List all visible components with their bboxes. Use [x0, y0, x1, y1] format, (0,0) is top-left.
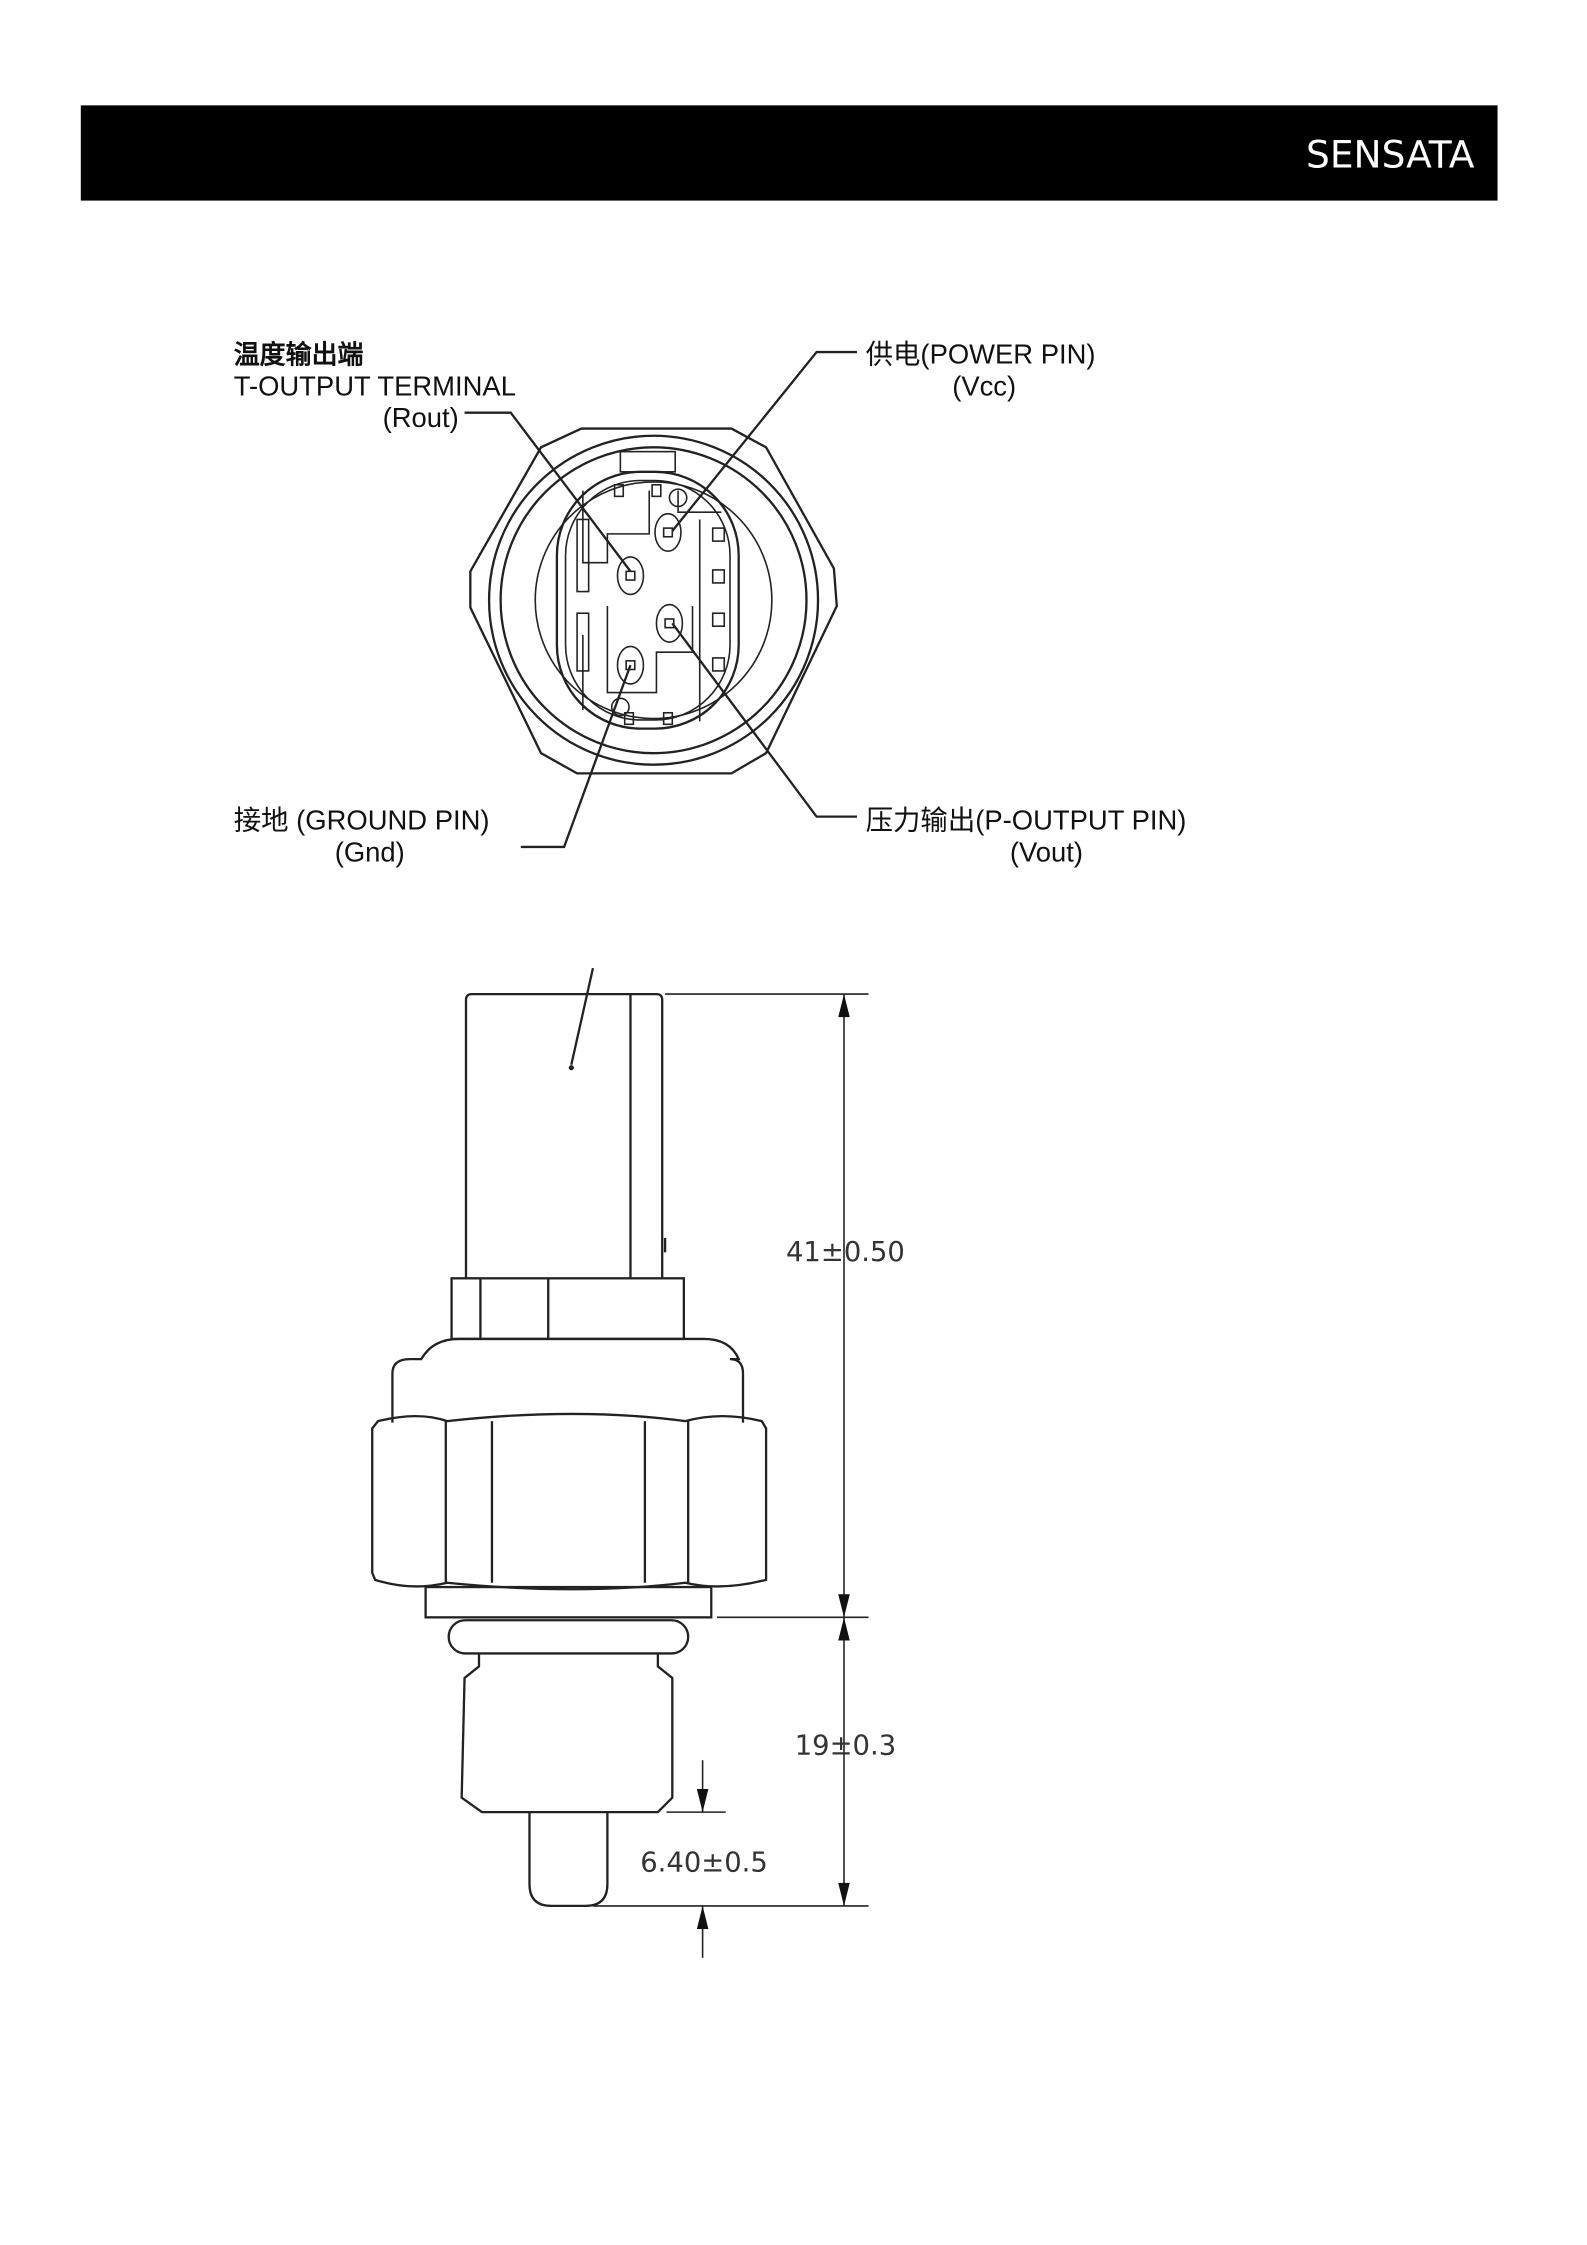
side-tabs: [613, 484, 726, 726]
arrow-icon: [838, 1617, 850, 1641]
arrow-icon: [696, 1789, 709, 1813]
leader-vout: [671, 622, 857, 818]
vcc-label: (Vcc): [952, 370, 1016, 401]
gnd-label: (Gnd): [335, 836, 405, 867]
t-output-label: T-OUTPUT TERMINAL: [234, 370, 516, 401]
header-bar: [80, 105, 1498, 201]
dim-probe: 6.40±0.5: [640, 1847, 768, 1878]
outer-ring: [487, 434, 820, 766]
shoulder: [391, 1337, 745, 1423]
pin-vcc: [654, 512, 682, 552]
p-output-pin-label: 压力输出(P-OUTPUT PIN): [866, 805, 1187, 836]
threaded-section: [460, 1653, 674, 1814]
hex-nut: [371, 1412, 768, 1591]
arrow-icon: [838, 994, 850, 1018]
vout-label: (Vout): [1010, 836, 1083, 867]
connector-body: [464, 992, 664, 1279]
leader-vcc: [671, 350, 857, 532]
dim-thread: 19±0.3: [795, 1730, 896, 1761]
power-pin-label: 供电(POWER PIN): [866, 339, 1096, 370]
arrow-icon: [838, 1594, 850, 1618]
rout-label: (Rout): [383, 402, 459, 433]
arrow-icon: [696, 1905, 709, 1929]
arrow-icon: [838, 1882, 850, 1906]
leader-side: [570, 967, 595, 1066]
brand-name: SENSATA: [1306, 132, 1475, 176]
pin-rout: [616, 556, 645, 596]
t-output-label-cn: 温度输出端: [234, 340, 364, 371]
sensor-side-view: [371, 967, 768, 1908]
dimension-lines: [592, 993, 869, 1958]
connector-top-view: [464, 350, 857, 849]
pin-vout: [655, 603, 684, 643]
probe-tip: [528, 1812, 609, 1908]
leader-gnd: [520, 664, 632, 849]
base-block: [450, 1277, 686, 1341]
leader-rout: [464, 411, 632, 573]
washer: [424, 1585, 713, 1619]
pin-gnd: [616, 645, 645, 685]
ground-pin-label: 接地 (GROUND PIN): [234, 805, 490, 836]
dim-overall-upper: 41±0.50: [786, 1237, 905, 1268]
hex-outline: [469, 427, 838, 775]
o-ring: [447, 1619, 690, 1655]
